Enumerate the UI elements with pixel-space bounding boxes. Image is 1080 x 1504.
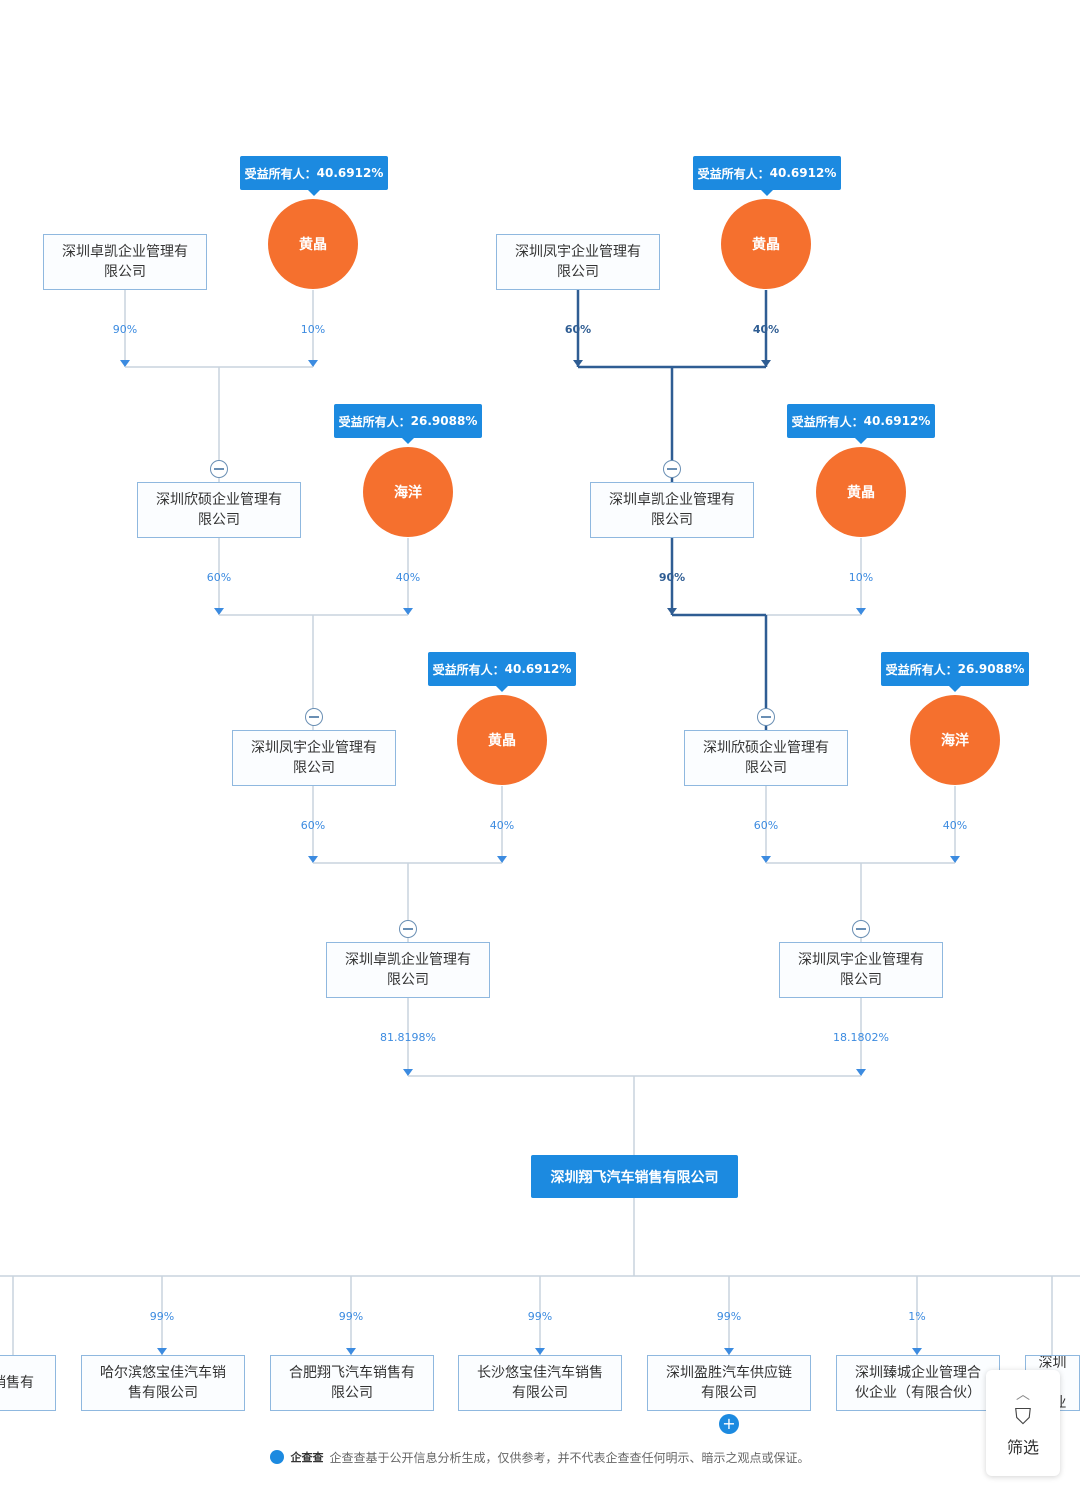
arrow-down-icon (403, 1069, 413, 1076)
company-node-b1[interactable]: 深圳欣硕企业管理有 限公司 (137, 482, 301, 538)
ubo-tag: 受益所有人：40.6912% (787, 404, 935, 444)
person-node[interactable]: 黄晶 (816, 447, 906, 537)
subsidiary-percent-label: 99% (528, 1310, 552, 1323)
company-node-a2[interactable]: 深圳凤宇企业管理有 限公司 (496, 234, 660, 290)
arrow-down-icon (667, 608, 677, 615)
person-node[interactable]: 黄晶 (457, 695, 547, 785)
ubo-tag: 受益所有人：26.9088% (881, 652, 1029, 692)
ownership-percent-label: 40% (943, 819, 967, 832)
subsidiary-node[interactable]: 长沙悠宝佳汽车销售 有限公司 (458, 1355, 622, 1411)
arrow-down-icon (535, 1348, 545, 1355)
main-company-node[interactable]: 深圳翔飞汽车销售有限公司 (531, 1155, 738, 1198)
ubo-prefix: 受益所有人： (432, 662, 505, 677)
ubo-prefix: 受益所有人： (885, 662, 958, 677)
person-node[interactable]: 海洋 (910, 695, 1000, 785)
company-node-c2[interactable]: 深圳欣硕企业管理有 限公司 (684, 730, 848, 786)
ownership-percent-label: 60% (301, 819, 325, 832)
ownership-percent-label: 18.1802% (833, 1031, 889, 1044)
ubo-percent: 26.9088% (410, 414, 478, 428)
person-node[interactable]: 海洋 (363, 447, 453, 537)
arrow-down-icon (346, 1348, 356, 1355)
collapse-toggle-icon[interactable] (305, 708, 323, 726)
ubo-percent: 40.6912% (863, 414, 931, 428)
subsidiary-node[interactable]: 深圳臻城企业管理合 伙企业（有限合伙） (836, 1355, 1000, 1411)
collapse-toggle-icon[interactable] (757, 708, 775, 726)
arrow-down-icon (308, 360, 318, 367)
footer-disclaimer: 企查查 企查查基于公开信息分析生成，仅供参考，并不代表企查查任何明示、暗示之观点… (0, 1446, 1080, 1468)
chevron-up-icon[interactable]: ︿ (1016, 1387, 1030, 1403)
ownership-percent-label: 10% (849, 571, 873, 584)
arrow-down-icon (724, 1348, 734, 1355)
company-node-d1[interactable]: 深圳卓凯企业管理有 限公司 (326, 942, 490, 998)
arrow-down-icon (403, 608, 413, 615)
company-node-c1[interactable]: 深圳凤宇企业管理有 限公司 (232, 730, 396, 786)
ubo-prefix: 受益所有人： (697, 166, 770, 181)
ubo-tag: 受益所有人：40.6912% (428, 652, 576, 692)
ubo-percent: 40.6912% (769, 166, 837, 180)
footer-disclaimer-text: 企查查基于公开信息分析生成，仅供参考，并不代表企查查任何明示、暗示之观点或保证。 (329, 1450, 810, 1465)
ownership-percent-label: 10% (301, 323, 325, 336)
expand-plus-icon[interactable]: + (719, 1414, 739, 1434)
company-node-b2[interactable]: 深圳卓凯企业管理有 限公司 (590, 482, 754, 538)
ownership-percent-label: 40% (753, 323, 779, 336)
arrow-down-icon (308, 856, 318, 863)
ownership-percent-label: 90% (113, 323, 137, 336)
arrow-down-icon (761, 856, 771, 863)
subsidiary-percent-label: 99% (150, 1310, 174, 1323)
arrow-down-icon (573, 360, 583, 367)
ubo-percent: 40.6912% (316, 166, 384, 180)
subsidiary-percent-label: 1% (908, 1310, 925, 1323)
company-node-d2[interactable]: 深圳凤宇企业管理有 限公司 (779, 942, 943, 998)
ownership-percent-label: 60% (207, 571, 231, 584)
arrow-down-icon (120, 360, 130, 367)
arrow-down-icon (856, 1069, 866, 1076)
company-node-a1[interactable]: 深圳卓凯企业管理有 限公司 (43, 234, 207, 290)
arrow-down-icon (912, 1348, 922, 1355)
ubo-tag: 受益所有人：26.9088% (334, 404, 482, 444)
arrow-down-icon (950, 856, 960, 863)
ubo-tag: 受益所有人：40.6912% (240, 156, 388, 196)
filter-button[interactable]: ︿ ⛉ 筛选 (986, 1370, 1060, 1476)
ubo-prefix: 受益所有人： (338, 414, 411, 429)
footer-logo-text: 企查查 (290, 1451, 324, 1464)
ownership-percent-label: 40% (396, 571, 420, 584)
ubo-prefix: 受益所有人： (244, 166, 317, 181)
ubo-percent: 26.9088% (957, 662, 1025, 676)
arrow-down-icon (214, 608, 224, 615)
subsidiary-node[interactable]: 合肥翔飞汽车销售有 限公司 (270, 1355, 434, 1411)
ubo-tag: 受益所有人：40.6912% (693, 156, 841, 196)
person-node[interactable]: 黄晶 (721, 199, 811, 289)
subsidiary-node[interactable]: 哈尔滨悠宝佳汽车销 售有限公司 (81, 1355, 245, 1411)
arrow-down-icon (856, 608, 866, 615)
ownership-percent-label: 81.8198% (380, 1031, 436, 1044)
collapse-toggle-icon[interactable] (399, 920, 417, 938)
arrow-down-icon (497, 856, 507, 863)
ownership-percent-label: 40% (490, 819, 514, 832)
collapse-toggle-icon[interactable] (210, 460, 228, 478)
person-node[interactable]: 黄晶 (268, 199, 358, 289)
ownership-percent-label: 60% (754, 819, 778, 832)
subsidiary-node[interactable]: 销售有 (0, 1355, 56, 1411)
collapse-toggle-icon[interactable] (852, 920, 870, 938)
subsidiary-percent-label: 99% (339, 1310, 363, 1323)
collapse-toggle-icon[interactable] (663, 460, 681, 478)
filter-button-label: 筛选 (1006, 1438, 1039, 1457)
arrow-down-icon (157, 1348, 167, 1355)
ubo-prefix: 受益所有人： (791, 414, 864, 429)
subsidiary-node[interactable]: 深圳盈胜汽车供应链 有限公司 (647, 1355, 811, 1411)
subsidiary-percent-label: 99% (717, 1310, 741, 1323)
ownership-percent-label: 90% (659, 571, 685, 584)
ubo-percent: 40.6912% (504, 662, 572, 676)
arrow-down-icon (761, 360, 771, 367)
qichacha-logo-icon (270, 1450, 285, 1464)
filter-funnel-icon: ⛉ (1014, 1405, 1032, 1430)
ownership-percent-label: 60% (565, 323, 591, 336)
